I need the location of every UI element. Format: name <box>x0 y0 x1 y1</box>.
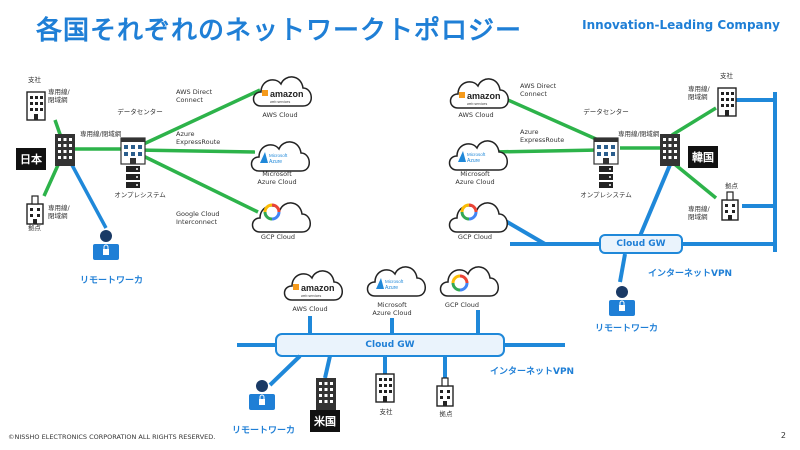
korea-branch-icon <box>717 87 737 117</box>
japan-site-icon <box>26 195 44 225</box>
japan-remote-worker-icon <box>92 229 120 261</box>
usa-gcp-cloud-icon <box>439 266 500 297</box>
korea-datacenter-icon <box>593 137 619 165</box>
korea-remote-link <box>618 253 627 283</box>
svg-text:Azure: Azure <box>467 158 480 164</box>
japan-server-icon <box>126 166 140 188</box>
usa-branch-label: 支社 <box>379 408 393 416</box>
korea-hq-internet <box>638 159 674 237</box>
korea-dc-dedicated-label: 専用線/閉域網 <box>618 130 660 138</box>
korea-site-dedicated-label: 専用線/閉域網 <box>688 205 710 222</box>
usa-internet-vpn-label: インターネットVPN <box>490 367 575 377</box>
korea-aws-link <box>489 90 606 145</box>
gcp-logo-icon <box>263 203 478 292</box>
korea-aws-cloud-label: AWS Cloud <box>458 111 494 119</box>
japan-gcp-link <box>134 150 259 214</box>
korea-remote-worker-icon <box>608 285 636 317</box>
svg-text:Azure: Azure <box>385 285 398 291</box>
japan-remote-link <box>70 164 108 229</box>
page-number: 2 <box>780 431 786 440</box>
usa-hq-icon <box>316 378 336 410</box>
aws-logo-icon: amazon web services amazon web services … <box>262 89 501 298</box>
japan-aws-link <box>134 88 261 150</box>
japan-site-label: 拠点 <box>28 224 41 232</box>
japan-hq-icon <box>55 134 75 166</box>
usa-gcp-cloud-label: GCP Cloud <box>444 301 480 309</box>
svg-text:amazon: amazon <box>270 89 304 99</box>
korea-hq-icon <box>660 134 680 166</box>
korea-site-icon <box>721 191 739 221</box>
usa-country-badge: 米国 <box>310 410 340 432</box>
usa-remote-worker-label: リモートワーカ <box>232 426 296 436</box>
usa-site-icon <box>436 377 454 407</box>
svg-text:web services: web services <box>467 102 487 106</box>
korea-gcp-cloud-label: GCP Cloud <box>457 233 493 241</box>
japan-branch-icon <box>26 91 46 121</box>
korea-datacenter-label: データセンター <box>583 108 629 116</box>
japan-onprem-label: オンプレシステム <box>114 191 166 199</box>
copyright-footer: ©NISSHO ELECTRONICS CORPORATION ALL RIGH… <box>8 433 216 441</box>
korea-cloud-gw <box>599 234 683 254</box>
korea-site-label: 拠点 <box>725 182 738 190</box>
korea-cloud-gw-label: Cloud GW <box>616 239 666 249</box>
japan-site-link <box>42 164 60 197</box>
azure-logo-icon: Microsoft Azure Microsoft Azure Microsof… <box>260 151 486 291</box>
svg-text:Azure: Azure <box>269 159 282 165</box>
korea-country-badge: 韓国 <box>688 146 718 168</box>
japan-remote-worker-label: リモートワーカ <box>80 276 144 286</box>
japan-aws-cloud-label: AWS Cloud <box>262 111 298 119</box>
korea-internet-vpn-label: インターネットVPN <box>648 269 733 279</box>
korea-branch-link <box>671 106 717 137</box>
japan-gcp-cloud-label: GCP Cloud <box>260 233 296 241</box>
korea-remote-worker-label: リモートワーカ <box>595 324 659 334</box>
korea-gcp-cloud-icon <box>448 202 509 233</box>
company-tagline: Innovation-Leading Company <box>582 18 780 32</box>
page-title: 各国それぞれのネットワークトポロジー <box>36 16 523 46</box>
usa-hq-link <box>323 355 332 379</box>
usa-remote-link <box>268 354 302 387</box>
svg-text:Microsoft: Microsoft <box>467 152 486 157</box>
svg-text:web services: web services <box>270 100 290 104</box>
korea-server-icon <box>599 166 613 188</box>
japan-dc-dedicated-label: 専用線/閉域網 <box>80 130 122 138</box>
korea-azure-link <box>491 148 601 154</box>
svg-text:Microsoft: Microsoft <box>385 279 404 284</box>
korea-onprem-label: オンプレシステム <box>580 191 632 199</box>
japan-branch-dedicated-label: 専用線/閉域網 <box>48 88 70 105</box>
usa-aws-cloud-label: AWS Cloud <box>292 305 328 313</box>
japan-datacenter-icon <box>120 137 146 165</box>
japan-site-dedicated-label: 専用線/閉域網 <box>48 204 70 221</box>
korea-branch-label: 支社 <box>720 72 733 80</box>
svg-text:amazon: amazon <box>301 283 335 293</box>
svg-text:amazon: amazon <box>467 91 501 101</box>
japan-azure-link <box>134 148 256 154</box>
svg-text:web services: web services <box>301 294 321 298</box>
korea-branch-dedicated-label: 専用線/閉域網 <box>688 85 710 102</box>
korea-site-link <box>670 160 718 200</box>
svg-text:Microsoft: Microsoft <box>269 153 288 158</box>
usa-branch-icon <box>375 373 395 403</box>
japan-gcp-cloud-icon <box>251 202 312 233</box>
usa-cloud-gw-label: Cloud GW <box>365 340 415 350</box>
japan-datacenter-label: データセンター <box>117 108 163 116</box>
japan-branch-label: 支社 <box>28 76 41 84</box>
japan-country-badge: 日本 <box>16 148 46 170</box>
usa-site-label: 拠点 <box>439 410 453 418</box>
